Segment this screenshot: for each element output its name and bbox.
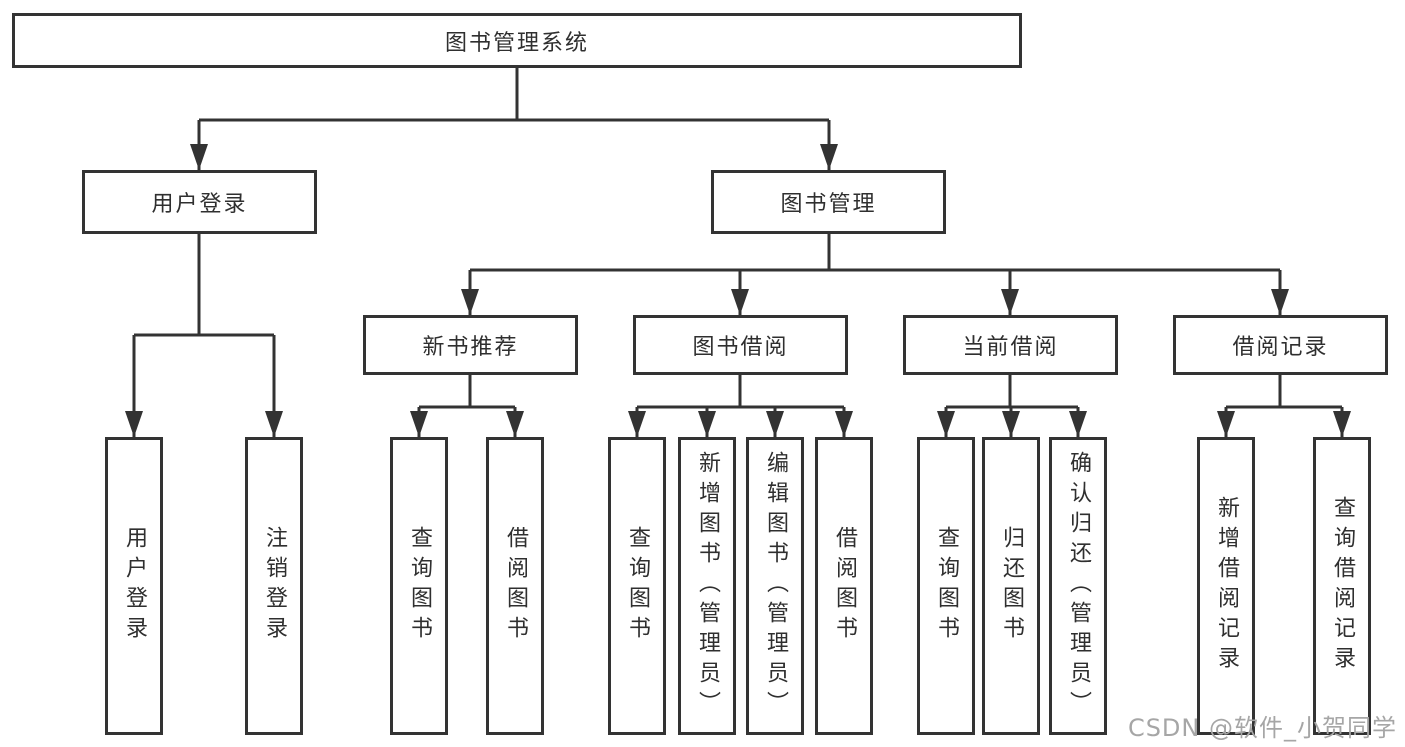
csdn-watermark: CSDN @软件_小贺同学	[1127, 714, 1397, 742]
connector-root-to-level2	[197, 68, 831, 170]
node-root-label: 图书管理系统	[444, 30, 589, 56]
node-book-management: 图书管理	[711, 170, 946, 234]
connector-newbooks-to-leaves	[417, 375, 517, 437]
leaf-query-borrow-record-label: 查询借阅记录	[1330, 496, 1355, 676]
node-new-book-recommend: 新书推荐	[363, 315, 578, 375]
node-current-borrow: 当前借阅	[903, 315, 1118, 375]
leaf-add-books-admin-label: 新增图书（管理员）	[695, 451, 720, 721]
leaf-borrow-books-1-label: 借阅图书	[503, 526, 528, 646]
leaf-user-login: 用户登录	[105, 437, 163, 735]
leaf-query-books-1: 查询图书	[390, 437, 448, 735]
leaf-query-books-3: 查询图书	[917, 437, 975, 735]
leaf-query-borrow-record: 查询借阅记录	[1313, 437, 1371, 735]
leaf-return-books: 归还图书	[982, 437, 1040, 735]
node-book-management-label: 图书管理	[780, 192, 877, 217]
connector-bookmgmt-to-level3	[468, 234, 1282, 315]
arrowheads	[125, 144, 1351, 437]
leaf-borrow-books-2-label: 借阅图书	[832, 526, 857, 646]
leaf-query-books-2-label: 查询图书	[625, 526, 650, 646]
connector-borrow-to-leaves	[635, 375, 846, 437]
node-user-login-label: 用户登录	[151, 192, 248, 217]
node-book-borrow: 图书借阅	[633, 315, 848, 375]
node-user-login: 用户登录	[82, 170, 317, 234]
leaf-return-books-label: 归还图书	[999, 526, 1024, 646]
leaf-logout-label: 注销登录	[262, 526, 287, 646]
node-new-book-recommend-label: 新书推荐	[422, 335, 519, 360]
leaf-add-books-admin: 新增图书（管理员）	[678, 437, 736, 735]
leaf-query-books-3-label: 查询图书	[934, 526, 959, 646]
leaf-query-books-2: 查询图书	[608, 437, 666, 735]
leaf-query-books-1-label: 查询图书	[407, 526, 432, 646]
leaf-user-login-label: 用户登录	[122, 526, 147, 646]
leaf-borrow-books-2: 借阅图书	[815, 437, 873, 735]
leaf-confirm-return-admin-label: 确认归还（管理员）	[1066, 451, 1091, 721]
leaf-logout: 注销登录	[245, 437, 303, 735]
leaf-edit-books-admin-label: 编辑图书（管理员）	[763, 451, 788, 721]
connector-records-to-leaves	[1224, 375, 1344, 437]
node-borrow-records-label: 借阅记录	[1232, 335, 1329, 360]
node-current-borrow-label: 当前借阅	[962, 335, 1059, 360]
node-book-borrow-label: 图书借阅	[692, 335, 789, 360]
connector-userlogin-to-leaves	[132, 234, 276, 437]
leaf-add-borrow-record-label: 新增借阅记录	[1214, 496, 1239, 676]
leaf-borrow-books-1: 借阅图书	[486, 437, 544, 735]
node-borrow-records: 借阅记录	[1173, 315, 1388, 375]
leaf-add-borrow-record: 新增借阅记录	[1197, 437, 1255, 735]
leaf-edit-books-admin: 编辑图书（管理员）	[746, 437, 804, 735]
node-root: 图书管理系统	[12, 13, 1022, 68]
leaf-confirm-return-admin: 确认归还（管理员）	[1049, 437, 1107, 735]
